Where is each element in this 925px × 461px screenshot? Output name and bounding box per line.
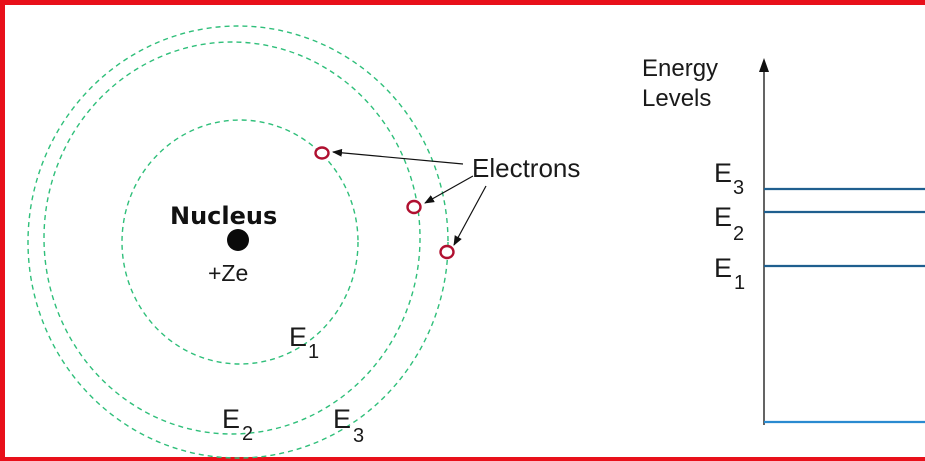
level-label-e2-sub: 2 <box>733 223 744 245</box>
energy-axis-label-line1: Energy <box>642 55 718 82</box>
level-label-e3-sub: 3 <box>733 177 744 199</box>
level-label-e1-letter: E <box>714 253 732 283</box>
orbit-label-e3: E 3 <box>333 404 364 447</box>
nucleus-label: Nucleus <box>170 202 277 230</box>
electron-2 <box>406 199 422 215</box>
level-label-e1: E 1 <box>714 253 745 294</box>
arrow-electron-1 <box>332 148 464 165</box>
orbit-3 <box>27 25 449 459</box>
orbit-label-e3-letter: E <box>333 404 351 434</box>
electron-3 <box>439 244 455 260</box>
nucleus-charge: +Ze <box>208 260 248 286</box>
orbit-label-e1: E 1 <box>289 322 319 363</box>
electrons-label: Electrons <box>472 153 580 183</box>
level-label-e2-letter: E <box>714 202 732 232</box>
orbit-label-e2-sub: 2 <box>242 423 253 445</box>
orbit-2 <box>43 41 421 435</box>
orbit-label-e2: E 2 <box>222 404 253 445</box>
orbit-label-e2-letter: E <box>222 404 240 434</box>
arrow-electron-3 <box>453 185 487 246</box>
orbit-label-e1-letter: E <box>289 322 307 352</box>
level-label-e3: E 3 <box>714 158 744 199</box>
energy-axis-label-line2: Levels <box>642 85 711 112</box>
orbit-1 <box>121 119 359 365</box>
orbit-label-e1-sub: 1 <box>308 341 319 363</box>
orbit-label-e3-sub: 3 <box>353 425 364 447</box>
arrow-electron-2 <box>424 175 474 204</box>
electron-1 <box>314 146 330 160</box>
level-label-e1-sub: 1 <box>734 272 745 294</box>
energy-axis-arrowhead <box>759 58 769 72</box>
level-label-e2: E 2 <box>714 202 744 245</box>
nucleus-dot <box>227 229 249 251</box>
level-label-e3-letter: E <box>714 158 732 188</box>
